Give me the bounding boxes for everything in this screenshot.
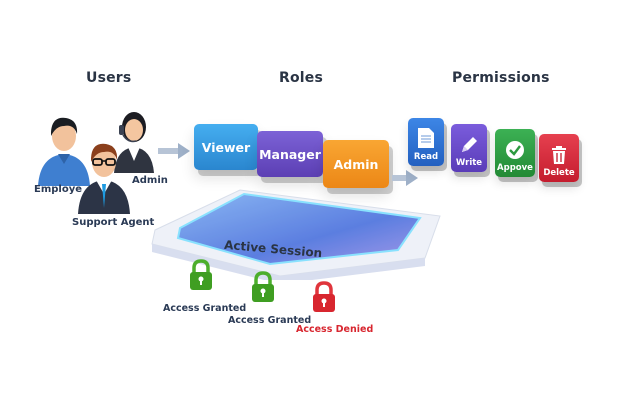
support-agent-user-icon (78, 143, 130, 214)
permission-write[interactable]: Write (451, 124, 487, 172)
admin-user-label: Admin (132, 175, 168, 186)
role-manager[interactable]: Manager (257, 131, 323, 177)
permission-delete[interactable]: Delete (539, 134, 579, 182)
roles-heading: Roles (279, 70, 324, 86)
role-manager-label: Manager (259, 146, 321, 162)
role-admin[interactable]: Admin (323, 140, 389, 188)
users-group: Employe Admin Support Agent (28, 100, 168, 230)
permission-read-label: Read (413, 152, 439, 162)
permission-write-label: Write (455, 158, 483, 168)
pencil-icon (462, 137, 477, 152)
trash-icon (552, 146, 566, 164)
admin-user-icon (114, 112, 154, 173)
arrow-roles-to-permissions (392, 170, 418, 186)
access-granted-label-2: Access Granted (228, 315, 312, 326)
lock-granted-icon-1 (190, 259, 212, 290)
users-heading: Users (86, 70, 132, 86)
lock-denied-icon (313, 281, 335, 312)
arrow-users-to-roles (158, 143, 190, 159)
document-icon (418, 128, 434, 148)
permissions-heading: Permissions (452, 70, 550, 86)
permission-delete-label: Delete (543, 168, 575, 178)
role-viewer[interactable]: Viewer (194, 124, 258, 170)
access-granted-label-1: Access Granted (163, 303, 247, 314)
support-agent-label: Support Agent (72, 217, 155, 228)
checkmark-icon (506, 141, 524, 159)
employee-label: Employe (34, 184, 83, 195)
permission-approve-label: Appove (497, 163, 533, 173)
permission-approve[interactable]: Appove (495, 129, 535, 177)
role-admin-label: Admin (333, 156, 379, 172)
role-viewer-label: Viewer (201, 139, 251, 155)
employee-user-icon (38, 117, 90, 186)
active-session-platform (151, 189, 441, 280)
permission-read[interactable]: Read (408, 118, 444, 166)
access-denied-label: Access Denied (296, 324, 374, 335)
lock-granted-icon-2 (252, 271, 274, 302)
